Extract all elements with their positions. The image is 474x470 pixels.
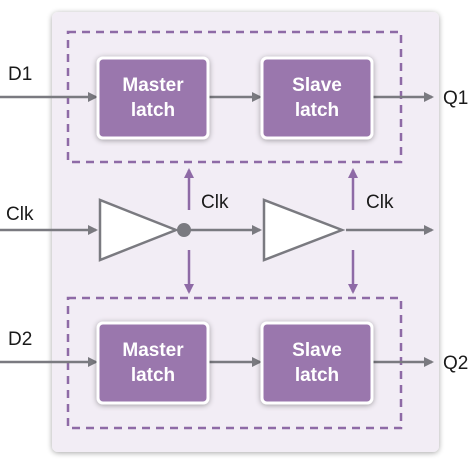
bottom-master-line2: latch bbox=[131, 365, 175, 386]
bottom-master-latch: Master latch bbox=[96, 321, 210, 405]
top-slave-line2: latch bbox=[295, 100, 339, 121]
d1-label: D1 bbox=[8, 64, 32, 85]
d2-label: D2 bbox=[8, 329, 32, 350]
inversion-bubble bbox=[177, 223, 191, 237]
bottom-slave-latch: Slave latch bbox=[260, 321, 374, 405]
top-master-line2: latch bbox=[131, 100, 175, 121]
clk-input-label: Clk bbox=[6, 204, 34, 225]
top-master-latch: Master latch bbox=[96, 56, 210, 140]
top-master-line1: Master bbox=[122, 75, 184, 96]
top-slave-line1: Slave bbox=[292, 75, 342, 96]
top-slave-latch: Slave latch bbox=[260, 56, 374, 140]
bottom-slave-line2: latch bbox=[295, 365, 339, 386]
clock-buffer-triangle bbox=[262, 198, 346, 262]
clk-tap2-label: Clk bbox=[366, 192, 394, 213]
clk-tap1-label: Clk bbox=[201, 192, 229, 213]
q1-label: Q1 bbox=[443, 88, 468, 109]
bottom-master-line1: Master bbox=[122, 340, 184, 361]
clock-inverter-triangle bbox=[98, 198, 180, 262]
bottom-slave-line1: Slave bbox=[292, 340, 342, 361]
q2-label: Q2 bbox=[443, 353, 468, 374]
